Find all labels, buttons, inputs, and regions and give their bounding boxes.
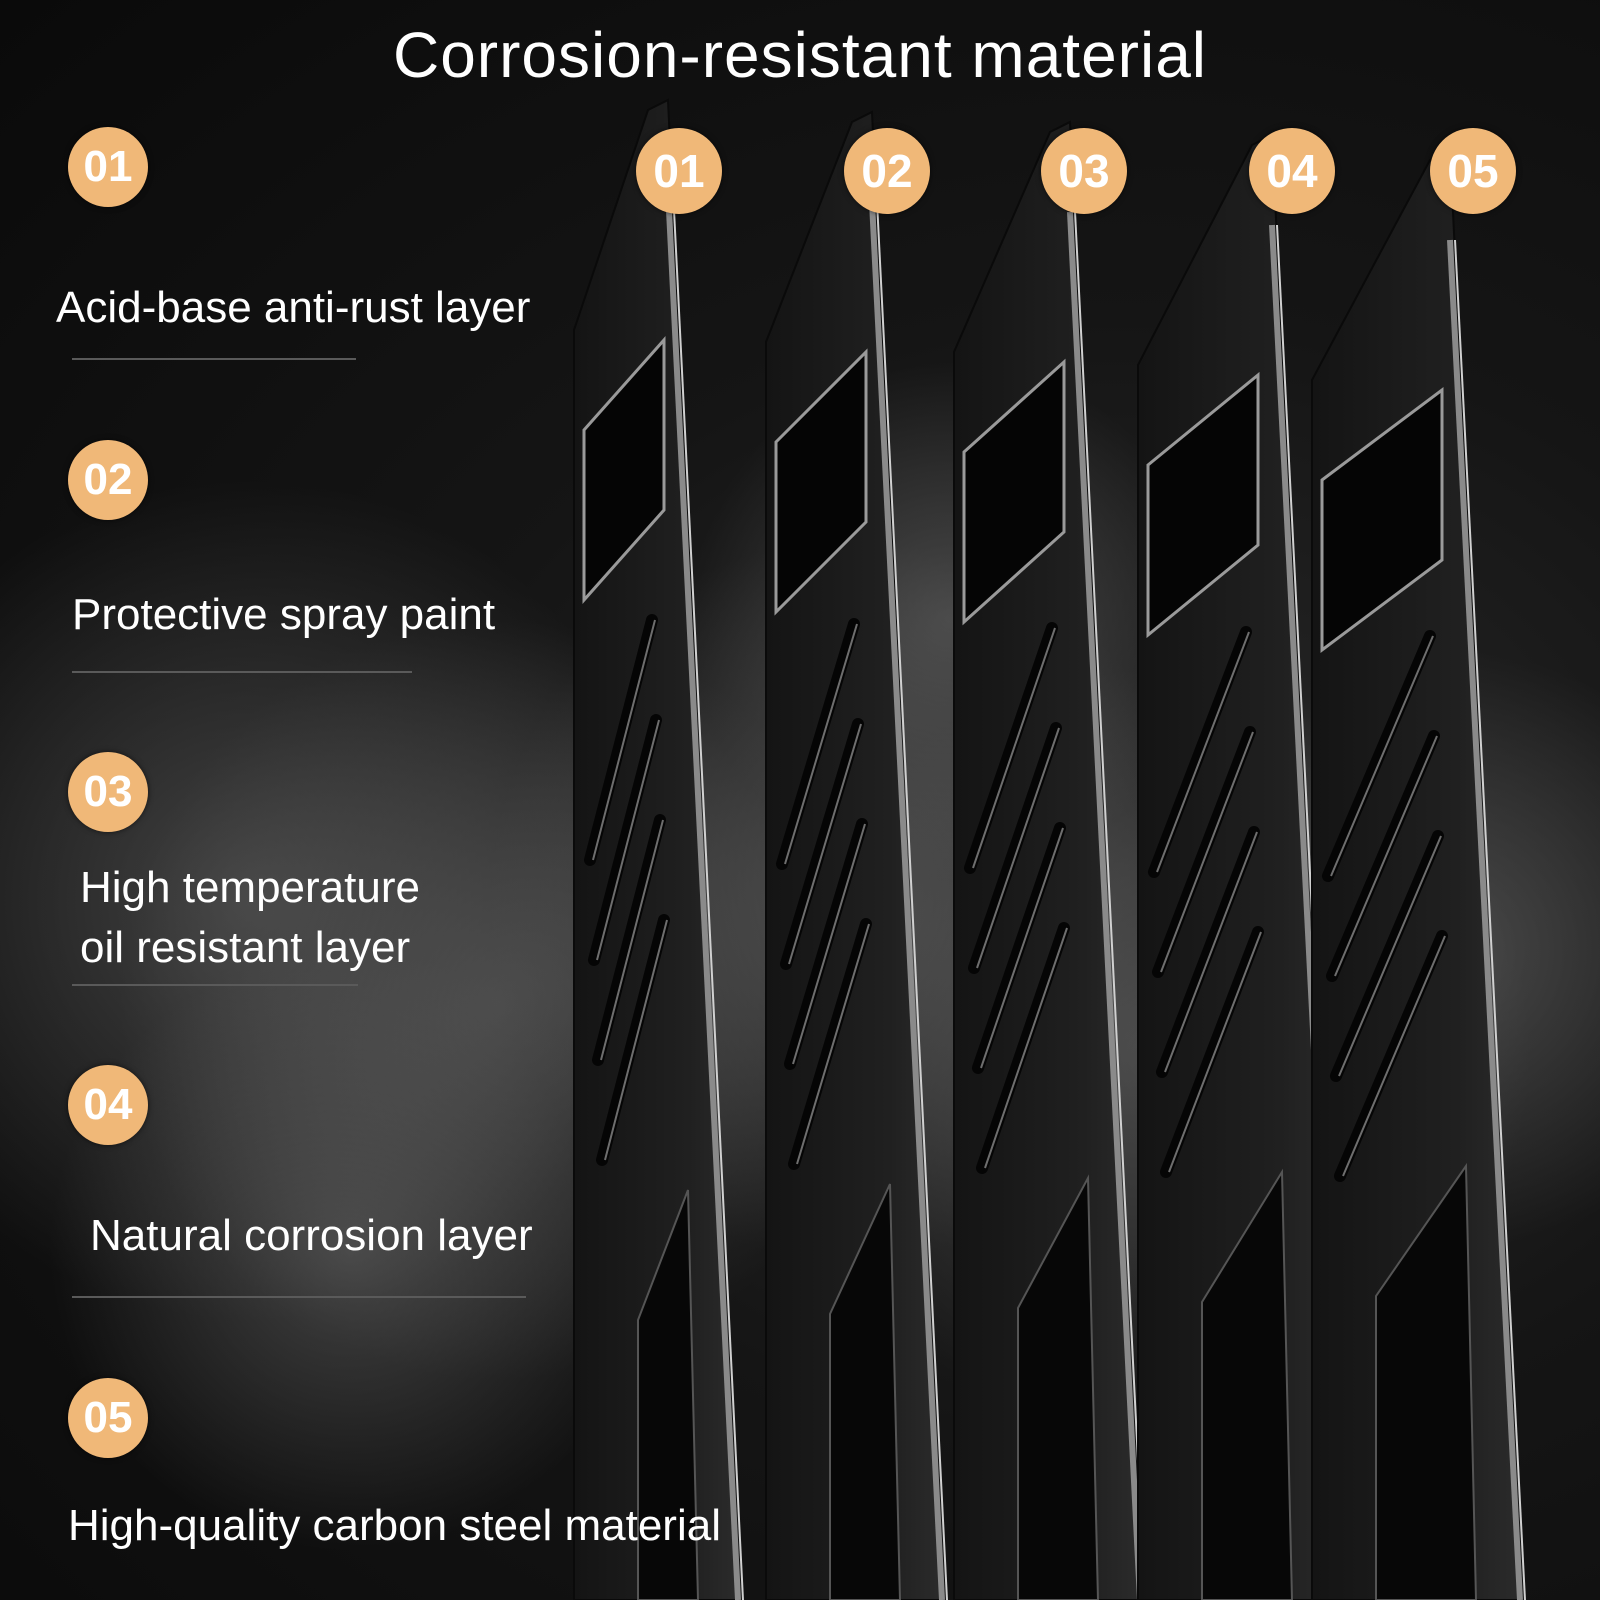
vent-slot-edge (788, 723, 862, 965)
vent-slot-edge (784, 623, 858, 865)
vent-slot-edge (592, 619, 656, 861)
plate-window (1146, 371, 1260, 639)
plate-lower-cutout (1201, 1168, 1294, 1600)
vent-slot (976, 922, 1070, 1174)
vent-slot (592, 814, 666, 1066)
plate-window (1320, 387, 1444, 653)
vent-slot (596, 914, 670, 1166)
vent-slot (1156, 826, 1260, 1078)
steel-plate-4 (1137, 133, 1348, 1600)
plate-window (962, 358, 1066, 626)
layer-label-2: Protective spray paint (72, 590, 496, 639)
layer-label-5: High-quality carbon steel material (68, 1501, 721, 1550)
vent-slot-edge (1164, 831, 1258, 1073)
steel-plate-1 (573, 98, 744, 1600)
vent-slot (972, 822, 1066, 1074)
divider (72, 358, 356, 360)
plate-badge-2: 02 (844, 128, 930, 214)
layer-badge-5: 05 (68, 1378, 148, 1458)
vent-slot (776, 618, 860, 870)
vent-slot (964, 622, 1058, 874)
smoke-puff (50, 950, 650, 1550)
divider (72, 1296, 526, 1298)
plate-edge-shine (876, 201, 948, 1600)
plate-edge (869, 201, 945, 1600)
vent-slot (1322, 630, 1436, 882)
plate-badge-4: 04 (1249, 128, 1335, 214)
vent-slot-edge (980, 827, 1064, 1069)
vent-slot (1152, 726, 1256, 978)
layer-label-1: Acid-base anti-rust layer (56, 283, 531, 332)
vent-slot (968, 722, 1062, 974)
vent-slot-edge (1160, 731, 1254, 973)
vent-slot-edge (1156, 631, 1250, 873)
vent-slot (780, 718, 864, 970)
steel-plate-5 (1311, 148, 1526, 1600)
vent-slot-edge (1330, 635, 1434, 877)
plate-lower-cutout (637, 1189, 700, 1600)
divider (72, 671, 412, 673)
vent-slot-edge (1342, 935, 1446, 1177)
vent-slot-edge (792, 823, 866, 1065)
layer-label-3: High temperature oil resistant layer (80, 863, 420, 972)
vent-slot-edge (1334, 735, 1438, 977)
vent-slot (788, 918, 872, 1170)
layer-label-4: Natural corrosion layer (90, 1211, 533, 1260)
plate-edge-shine (1074, 211, 1146, 1600)
plate-window (582, 336, 666, 604)
steel-plate-3 (953, 120, 1146, 1600)
plate-badge-5: 05 (1430, 128, 1516, 214)
plate-edge (1067, 211, 1143, 1600)
vent-slot-edge (1168, 931, 1262, 1173)
layer-badge-4: 04 (68, 1065, 148, 1145)
vent-slot (784, 818, 868, 1070)
vent-slot-edge (1338, 835, 1442, 1077)
vent-slot (1334, 930, 1448, 1182)
layer-badge-2: 02 (68, 440, 148, 520)
plate-edge-shine (672, 189, 744, 1600)
plate-badge-1: 01 (636, 128, 722, 214)
plate-window (774, 348, 868, 616)
plate-lower-cutout (829, 1183, 902, 1600)
vent-slot (1326, 730, 1440, 982)
vent-slot (1148, 626, 1252, 878)
plate-edge-shine (1454, 239, 1526, 1600)
plate-edge (1447, 239, 1523, 1600)
page-title: Corrosion-resistant material (392, 19, 1208, 91)
vent-slot-edge (972, 627, 1056, 869)
plate-lower-cutout (1375, 1162, 1478, 1600)
layer-badge-1: 01 (68, 127, 148, 207)
vent-slot-edge (796, 923, 870, 1165)
steel-plate-2 (765, 110, 948, 1600)
plate-badge-3: 03 (1041, 128, 1127, 214)
vent-slot-edge (596, 719, 660, 961)
plate-edge (665, 189, 741, 1600)
vent-slot-edge (984, 927, 1068, 1169)
plate-lower-cutout (1017, 1174, 1100, 1600)
vent-slot (584, 614, 658, 866)
vent-slot (1330, 830, 1444, 1082)
vent-slot-edge (600, 819, 664, 1061)
vent-slot (588, 714, 662, 966)
divider (72, 984, 358, 986)
vent-slot-edge (604, 919, 668, 1161)
vent-slot (1160, 926, 1264, 1178)
layer-badge-3: 03 (68, 752, 148, 832)
vent-slot-edge (976, 727, 1060, 969)
